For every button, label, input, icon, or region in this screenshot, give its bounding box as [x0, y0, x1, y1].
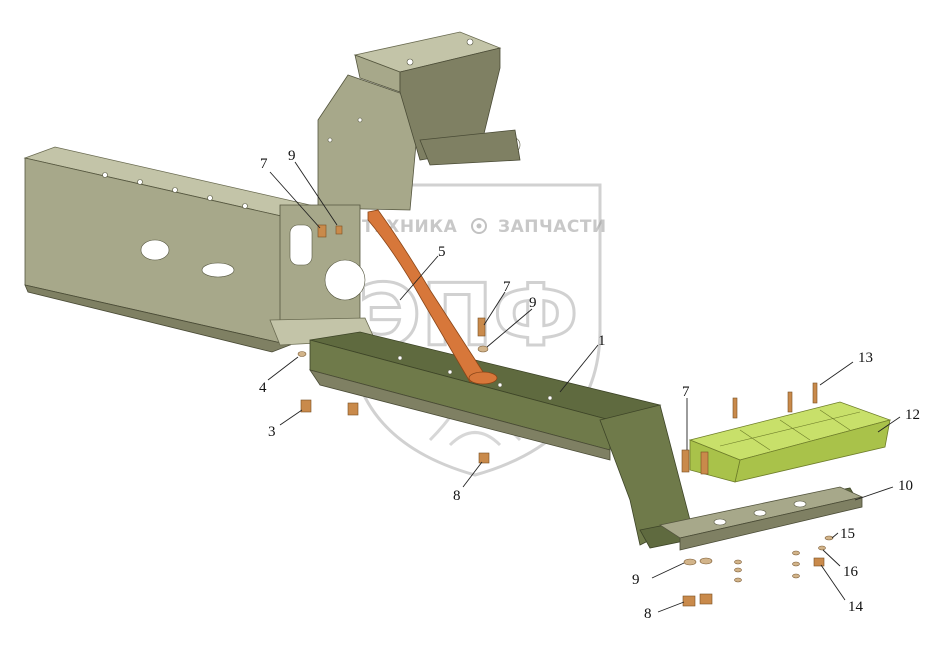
bracket-plate-slot: [289, 224, 313, 266]
rail-hole: [140, 239, 170, 261]
bracket-body: [317, 74, 421, 211]
upper-bracket: [269, 31, 521, 356]
callout-1: 1: [598, 333, 606, 349]
step-bracket-bottom: [309, 369, 611, 461]
callout-12: 12: [905, 407, 920, 423]
bracket-plate-hole: [324, 259, 366, 301]
frame-left-rail: [23, 146, 312, 353]
callout-15: 15: [840, 526, 855, 542]
washer-16: [818, 545, 826, 551]
rail-slot: [201, 262, 235, 278]
callouts: 7 9 5 7 9 1 4 3 8 13 12 7 10 15 16 9 14 …: [259, 148, 920, 622]
watermark-text-right: ЗАПЧАСТИ: [498, 217, 607, 237]
bolt-7-step-a: [681, 449, 690, 473]
nut-8-lower-a: [682, 595, 696, 607]
bolt-3-b: [347, 402, 359, 416]
callout-9-upper: 9: [288, 148, 296, 164]
callout-4: 4: [259, 380, 267, 396]
callout-10: 10: [898, 478, 913, 494]
part-5-brace-rod: [367, 209, 498, 385]
bolt-3-a: [300, 399, 312, 413]
gear-icon: [471, 218, 487, 234]
leader-lines: [267, 161, 901, 613]
spring-washer-15: [824, 535, 834, 541]
part-12-upper-step: [688, 401, 892, 483]
bolt-13-b: [787, 391, 793, 413]
callout-7-middle: 7: [503, 279, 511, 295]
callout-8-lower: 8: [644, 606, 652, 622]
bolt-13-c: [812, 382, 818, 404]
callout-14: 14: [848, 599, 864, 615]
rail-bottom-flange: [24, 284, 292, 353]
washer-9-lower-b: [699, 557, 713, 565]
lower-step-edge: [679, 496, 863, 551]
brace-rod-foot: [468, 371, 498, 385]
bolt-7-upper: [317, 224, 327, 238]
bolt-13-a: [732, 397, 738, 419]
bolt-7-step-b: [700, 451, 709, 475]
nut-14: [813, 557, 825, 567]
callout-7-step: 7: [682, 384, 690, 400]
fasteners: [297, 224, 834, 607]
part-10-lower-step: [658, 486, 864, 551]
nut-8-middle: [478, 452, 490, 464]
bolt-7-middle: [477, 317, 486, 337]
callout-9-lower: 9: [632, 572, 640, 588]
bracket-arm: [419, 129, 521, 166]
washer-9-lower-a: [683, 558, 697, 566]
callout-13: 13: [858, 350, 873, 366]
callout-3: 3: [268, 424, 276, 440]
callout-16: 16: [843, 564, 859, 580]
washer-9-middle: [477, 345, 489, 353]
callout-5: 5: [438, 244, 446, 260]
callout-9-middle: 9: [529, 295, 537, 311]
washer-9-upper: [335, 225, 343, 235]
nut-8-lower-b: [699, 593, 713, 605]
callout-7-upper: 7: [260, 156, 268, 172]
callout-8-middle: 8: [453, 488, 461, 504]
washer-4: [297, 351, 307, 357]
